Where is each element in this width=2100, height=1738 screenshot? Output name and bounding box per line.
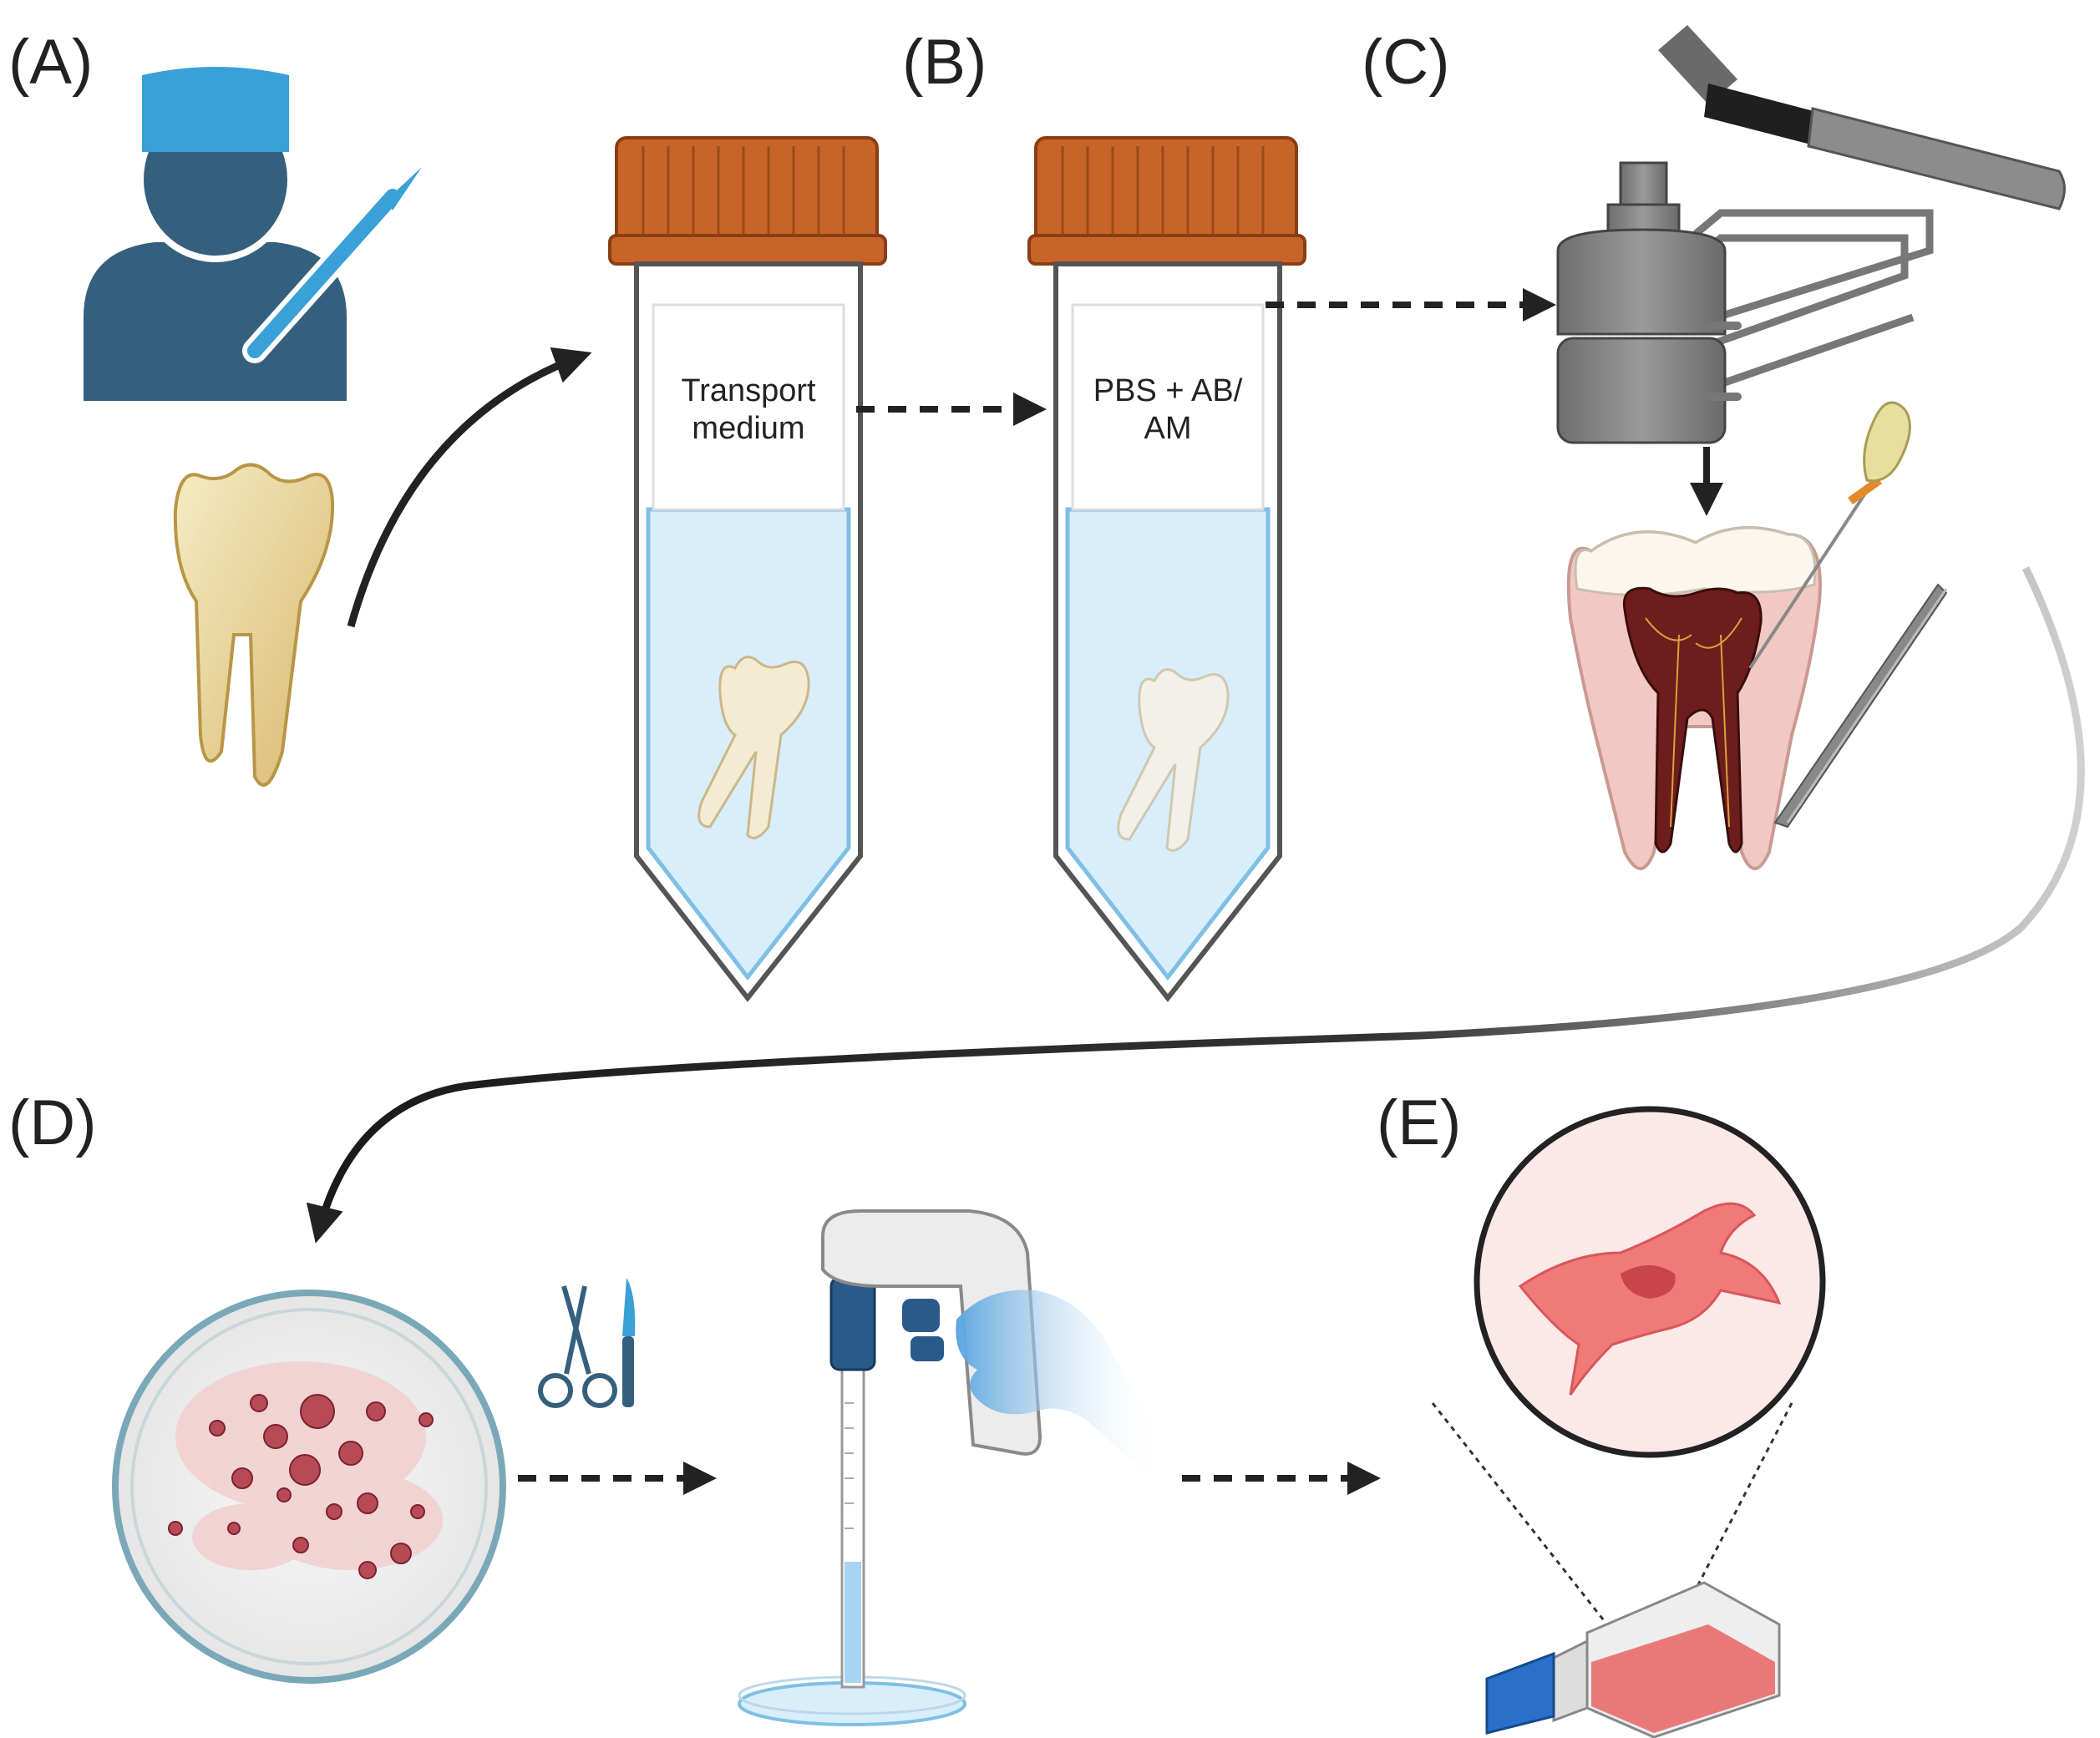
pipette-controller-icon — [738, 1209, 1042, 1726]
panel-label-c: (C) — [1362, 27, 1450, 98]
tooth-in-tube-1-icon — [697, 656, 810, 839]
tube-2-label-line1: PBS + AB/ — [1093, 373, 1243, 408]
arrow-a-to-b — [347, 347, 592, 628]
tweezers-icon — [1773, 583, 1948, 828]
endodontic-file-icon — [1748, 401, 1911, 670]
scalpel-d-icon — [622, 1278, 636, 1407]
tooth-icon — [173, 463, 335, 787]
surgeon-icon — [84, 67, 347, 401]
panel-label-d: (D) — [8, 1087, 97, 1158]
magnified-view — [1431, 1106, 1826, 1680]
panel-label-a: (A) — [8, 27, 93, 98]
panel-label-e: (E) — [1377, 1087, 1461, 1158]
panel-label-b: (B) — [902, 27, 987, 98]
hammer-icon — [1658, 25, 2066, 210]
falcon-tube-1: Transport medium — [608, 136, 887, 1002]
scissors-icon — [538, 1285, 617, 1408]
glove-hand-icon — [956, 1290, 1161, 1487]
tube-1-label-line2: medium — [692, 411, 804, 446]
tooth-splitter-icon — [1556, 161, 1934, 444]
culture-flask-icon — [1485, 1581, 1781, 1738]
tube-2-label-line2: AM — [1144, 411, 1192, 446]
petri-dish-icon — [112, 1290, 506, 1684]
tooth-in-tube-2-icon — [1117, 668, 1230, 852]
tooth-cross-section-icon — [1566, 526, 1822, 870]
falcon-tube-2: PBS + AB/ AM — [1027, 136, 1306, 1002]
fibroblast-cell-icon — [1518, 1202, 1782, 1396]
arrow-c-to-d — [306, 566, 2085, 1244]
tube-1-label-line1: Transport — [681, 373, 816, 408]
scalpel-icon — [242, 167, 422, 363]
